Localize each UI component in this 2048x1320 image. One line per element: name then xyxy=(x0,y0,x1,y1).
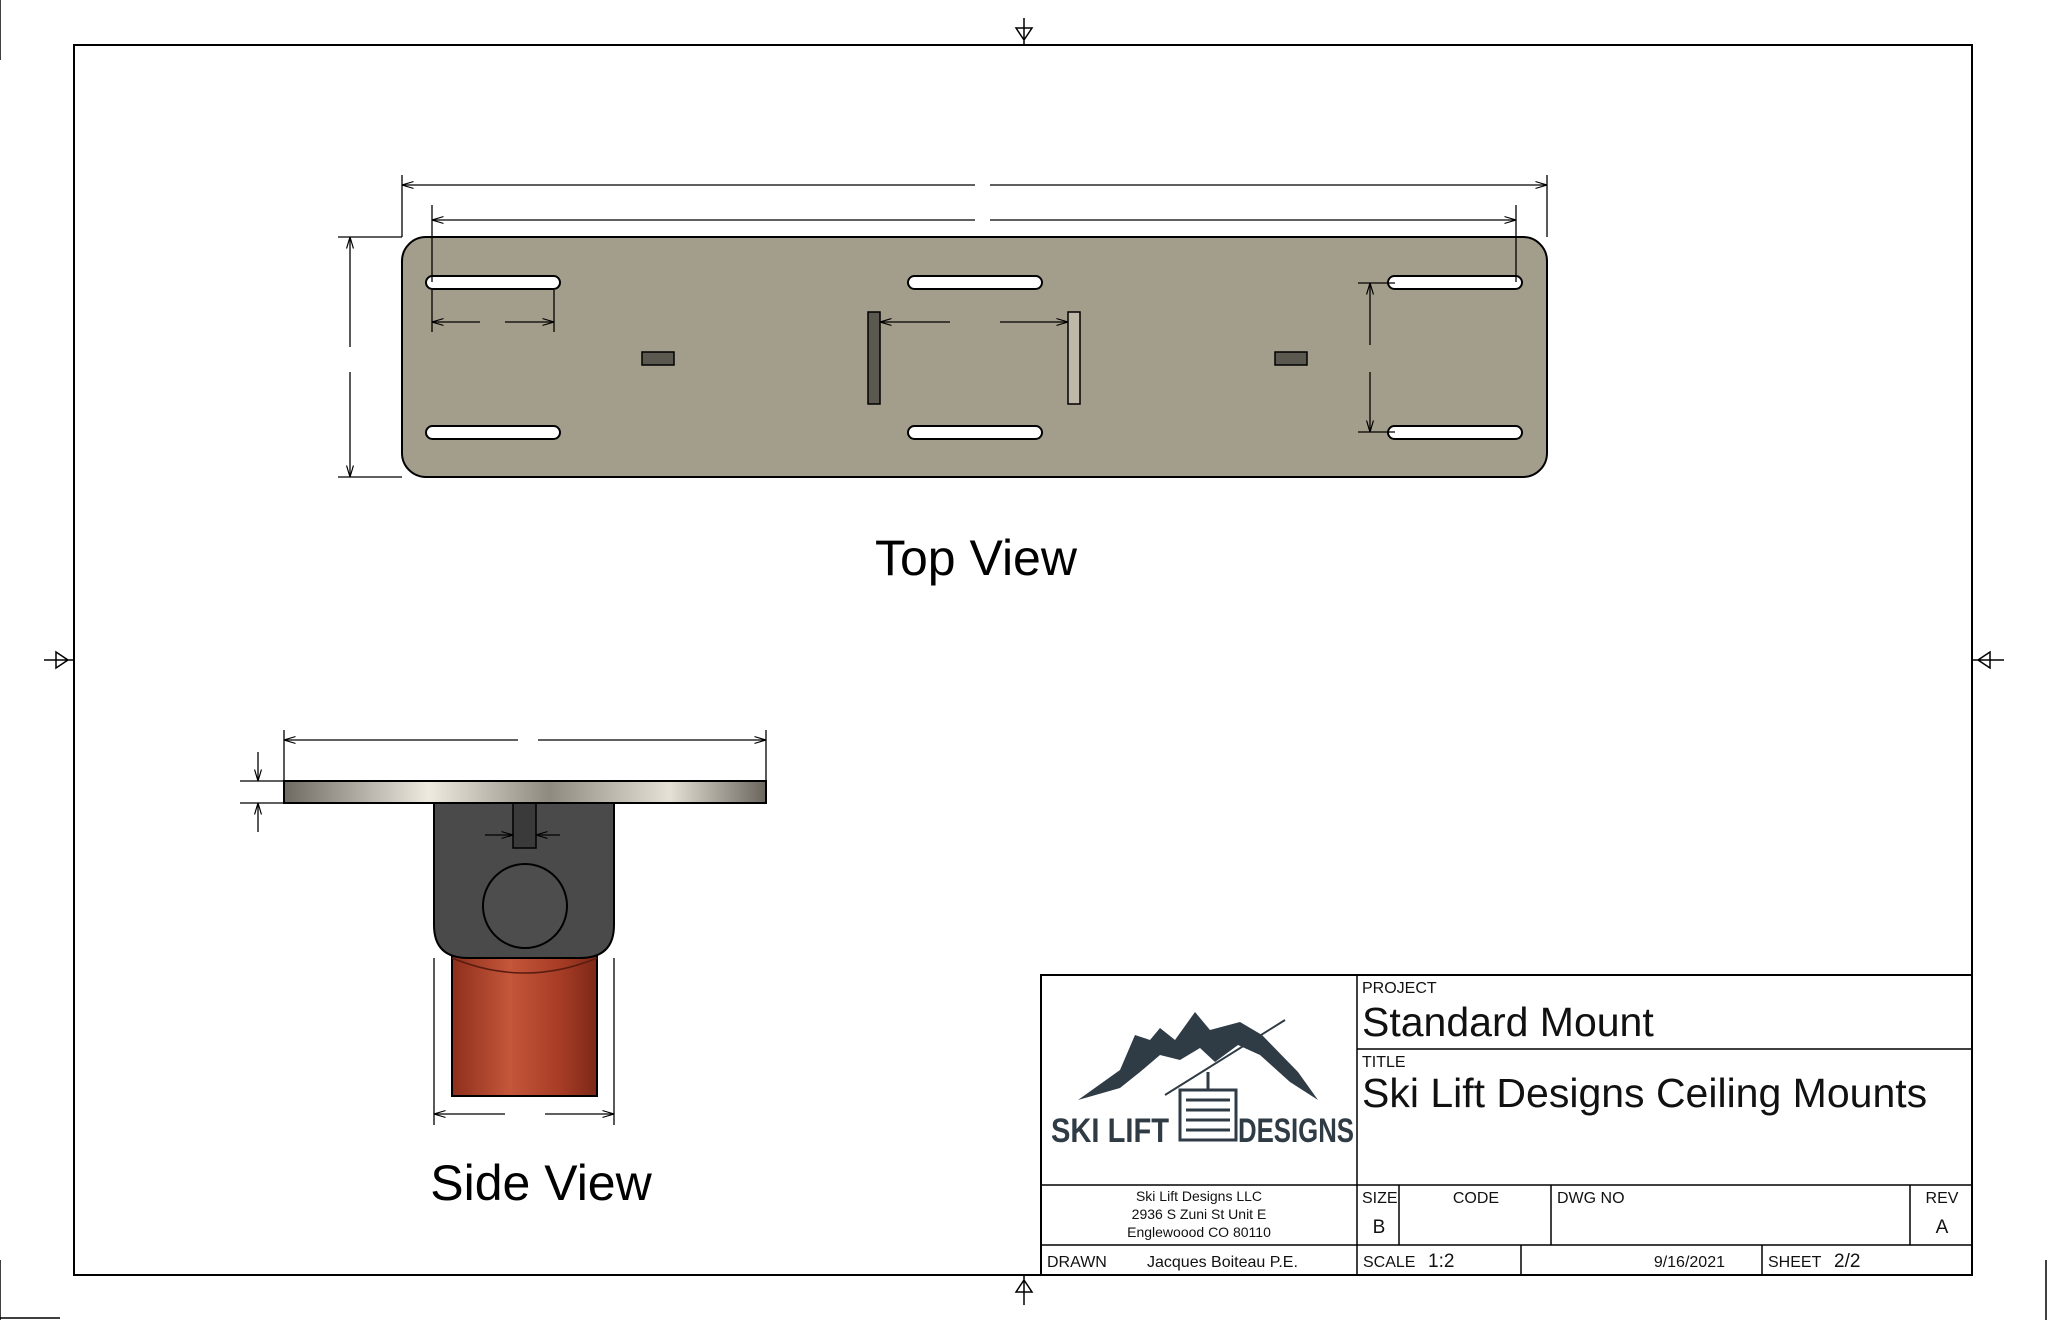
project-label: PROJECT xyxy=(1362,980,1437,997)
company-name: Ski Lift Designs LLC xyxy=(1136,1188,1262,1204)
slot xyxy=(425,275,561,290)
bracket-bar xyxy=(867,311,881,405)
bracket-pin xyxy=(512,802,537,849)
mountain-graphic xyxy=(1078,1012,1318,1100)
centering-marks xyxy=(44,18,2004,1305)
size-value: B xyxy=(1373,1217,1386,1238)
side-plate xyxy=(283,780,767,804)
slot xyxy=(1387,275,1523,290)
lift-cable xyxy=(1164,1019,1286,1096)
top-view-label: Top View xyxy=(875,530,1078,586)
plate-slots xyxy=(425,275,1523,440)
slot xyxy=(425,425,561,440)
company-address-1: 2936 S Zuni St Unit E xyxy=(1132,1206,1267,1222)
size-label: SIZE xyxy=(1362,1190,1398,1207)
tab-mark xyxy=(1274,351,1308,366)
top-view: Top View xyxy=(338,175,1548,586)
scale-label: SCALE xyxy=(1363,1254,1415,1271)
dwg-no-label: DWG NO xyxy=(1557,1190,1625,1207)
bracket-bar xyxy=(1067,311,1081,405)
title-block: SKI LIFT DESIGNS PROJECT Standard Mount … xyxy=(1040,974,1973,1276)
slot xyxy=(907,275,1043,290)
code-label: CODE xyxy=(1453,1190,1499,1207)
top-dimensions xyxy=(338,175,1548,478)
rev-value: A xyxy=(1936,1217,1949,1238)
side-view: Side View xyxy=(240,730,767,1211)
sheet-label: SHEET xyxy=(1768,1254,1822,1271)
sheet-value: 2/2 xyxy=(1834,1251,1860,1272)
chairlift-icon xyxy=(1178,1072,1238,1142)
tab-mark xyxy=(641,351,675,366)
rev-label: REV xyxy=(1926,1190,1959,1207)
top-plate xyxy=(401,236,1548,478)
bracket-bolt xyxy=(482,863,568,949)
company-address-2: Englewoood CO 80110 xyxy=(1127,1224,1271,1240)
date-value: 9/16/2021 xyxy=(1654,1254,1725,1271)
side-dimensions xyxy=(240,730,767,1125)
drawing-title: Ski Lift Designs Ceiling Mounts xyxy=(1362,1070,1927,1116)
slot xyxy=(907,425,1043,440)
logo-text-left: SKI LIFT xyxy=(1051,1112,1169,1150)
drawn-by: Jacques Boiteau P.E. xyxy=(1147,1254,1298,1271)
side-view-label: Side View xyxy=(430,1155,652,1211)
drawn-label: DRAWN xyxy=(1047,1254,1107,1271)
title-label: TITLE xyxy=(1362,1054,1406,1071)
tube xyxy=(451,949,598,1097)
logo-text-right: DESIGNS xyxy=(1238,1112,1354,1150)
company-logo: SKI LIFT DESIGNS xyxy=(1051,1012,1354,1150)
scale-value: 1:2 xyxy=(1428,1251,1454,1272)
slot xyxy=(1387,425,1523,440)
project-name: Standard Mount xyxy=(1362,999,1654,1045)
